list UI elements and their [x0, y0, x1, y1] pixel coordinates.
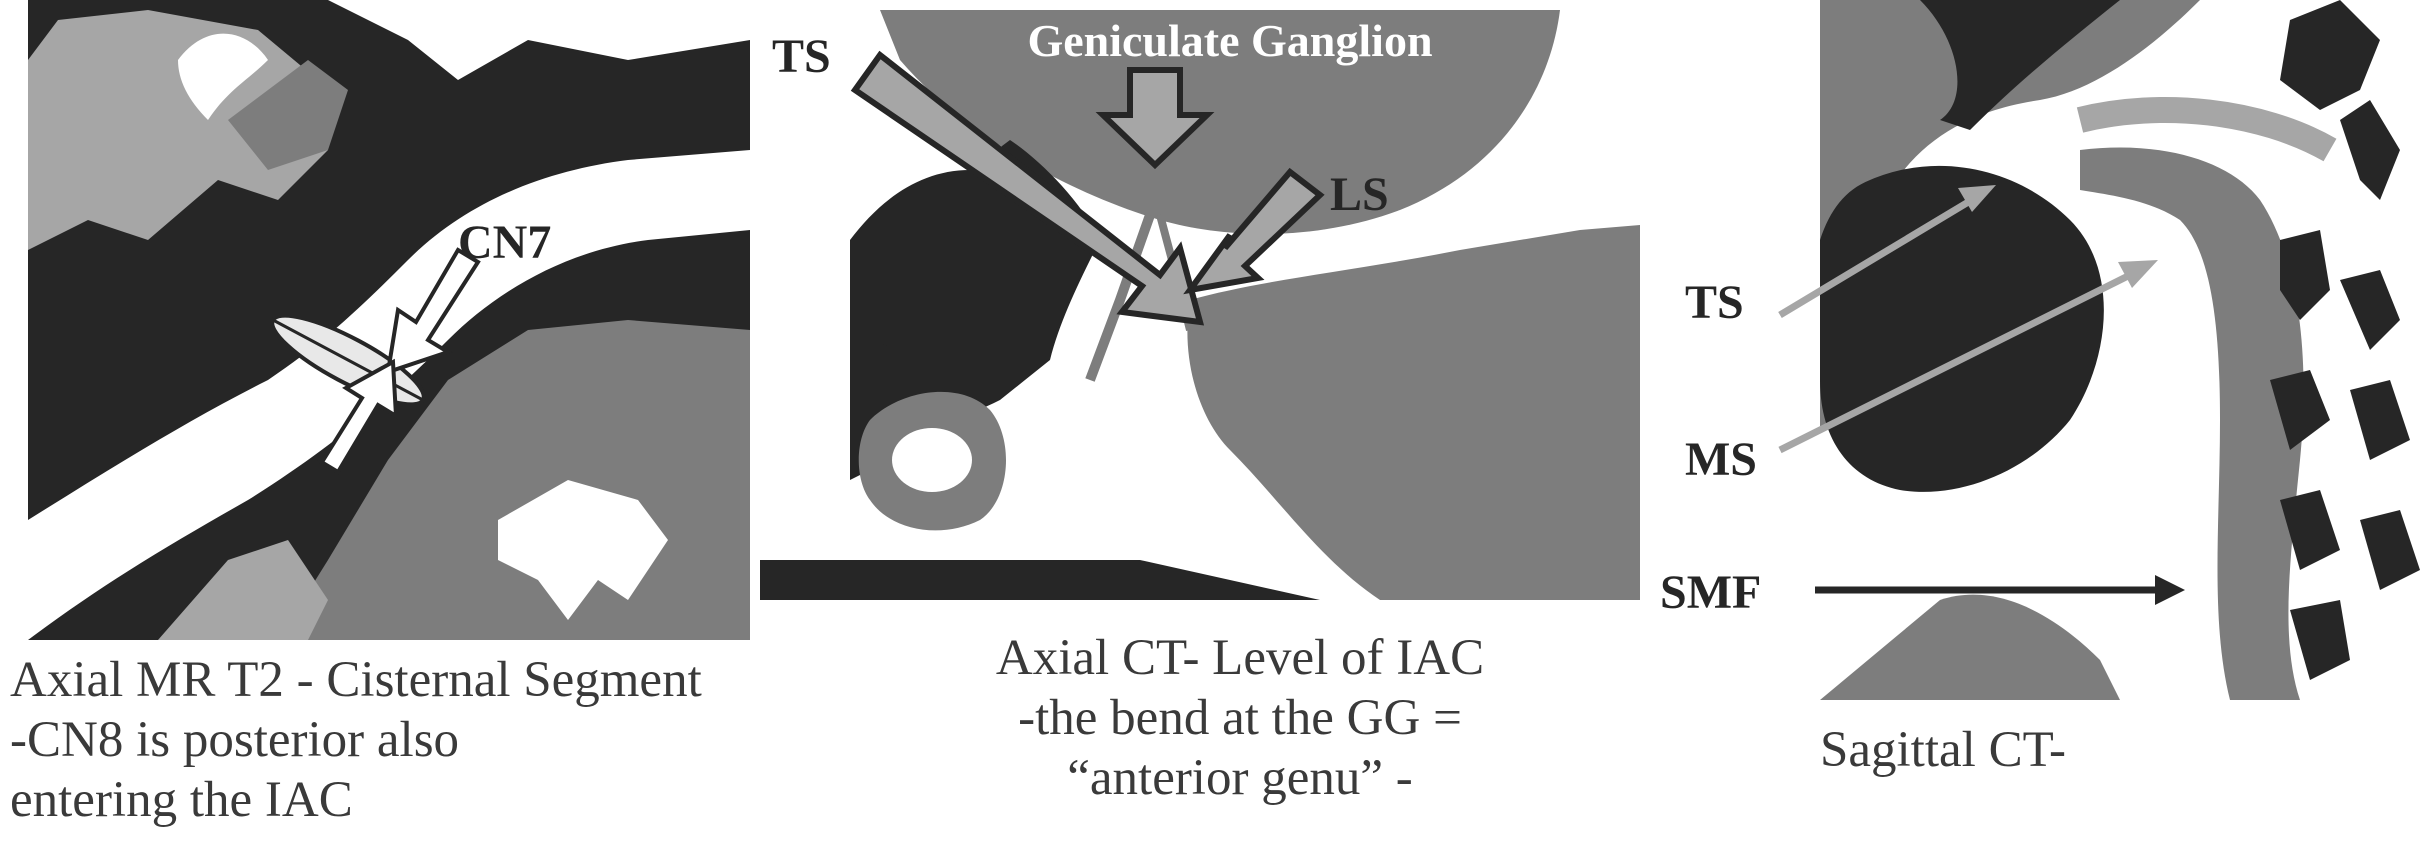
sagittal-dark-piece-3 — [2280, 230, 2330, 320]
ls-label: LS — [1330, 168, 1389, 221]
mr-arrow-lower — [316, 358, 399, 475]
sagittal-dark-piece-1 — [2280, 0, 2380, 110]
panel-axial-ct: Geniculate Ganglion TS LS — [760, 0, 1640, 600]
ct-arrow-ls — [1183, 167, 1325, 295]
sagittal-bottom-bone — [1820, 594, 2120, 700]
ct-petrous-bone — [1187, 225, 1640, 600]
sagittal-dark-piece-5 — [2270, 370, 2330, 450]
ct-oval-inner — [892, 428, 972, 492]
sagittal-arrow-ms-head — [2118, 260, 2158, 288]
mr-top-white — [328, 0, 750, 80]
ct-dark-small — [850, 340, 900, 400]
caption-axial-mr: Axial MR T2 - Cisternal Segment -CN8 is … — [10, 652, 702, 828]
sagittal-dark-piece-4 — [2340, 270, 2400, 350]
sagittal-dark-piece-7 — [2280, 490, 2340, 570]
sagittal-ts-label: TS — [1685, 276, 1744, 329]
sagittal-arrow-ms — [1778, 266, 2142, 454]
ct-ts-label: TS — [772, 30, 831, 83]
sagittal-dark-piece-2 — [2340, 100, 2400, 200]
mr-arrow-upper — [385, 247, 481, 375]
ct-bottom-dark — [760, 560, 1320, 600]
sagittal-top-bone — [1820, 0, 2200, 190]
sagittal-dark-piece-9 — [2290, 600, 2350, 680]
mr-upper-mid — [228, 60, 348, 170]
sagittal-dark-piece-6 — [2350, 380, 2410, 460]
mr-upper-white — [178, 33, 268, 120]
gg-label: Geniculate Ganglion — [1027, 15, 1432, 66]
axial-ct-image: Geniculate Ganglion TS LS — [760, 0, 1640, 600]
mr-nerve-line — [272, 318, 424, 402]
cn7-label: CN7 — [458, 216, 551, 269]
panel-sagittal-ct: TS MS SMF — [1640, 0, 2426, 700]
ms-label: MS — [1685, 433, 1757, 486]
sagittal-light-band — [2076, 97, 2337, 162]
panel-axial-mr: CN7 — [28, 0, 750, 640]
axial-mr-image: CN7 — [28, 0, 750, 640]
ct-arrow-gg — [1095, 67, 1215, 170]
ct-dark-left — [850, 140, 1100, 480]
sagittal-arrow-ts — [1778, 191, 1982, 319]
mr-white-cavity — [498, 480, 668, 620]
sagittal-top-dark — [1920, 0, 2120, 130]
mr-lower-light — [158, 540, 328, 640]
sagittal-arrow-smf-head — [2155, 575, 2185, 605]
caption-axial-ct: Axial CT- Level of IAC -the bend at the … — [995, 630, 1485, 806]
ct-nerve-strand-left — [1085, 213, 1155, 382]
sagittal-ct-image: TS MS SMF — [1640, 0, 2426, 700]
smf-label: SMF — [1660, 566, 1761, 619]
sagittal-white-sliver — [1938, 137, 2022, 183]
sagittal-canal-band — [2080, 147, 2304, 700]
caption-sagittal-ct: Sagittal CT- — [1820, 722, 2067, 778]
sagittal-arrow-ts-head — [1958, 185, 1996, 212]
ct-ganglion-dome — [880, 10, 1560, 234]
sagittal-dark-piece-8 — [2360, 510, 2420, 590]
